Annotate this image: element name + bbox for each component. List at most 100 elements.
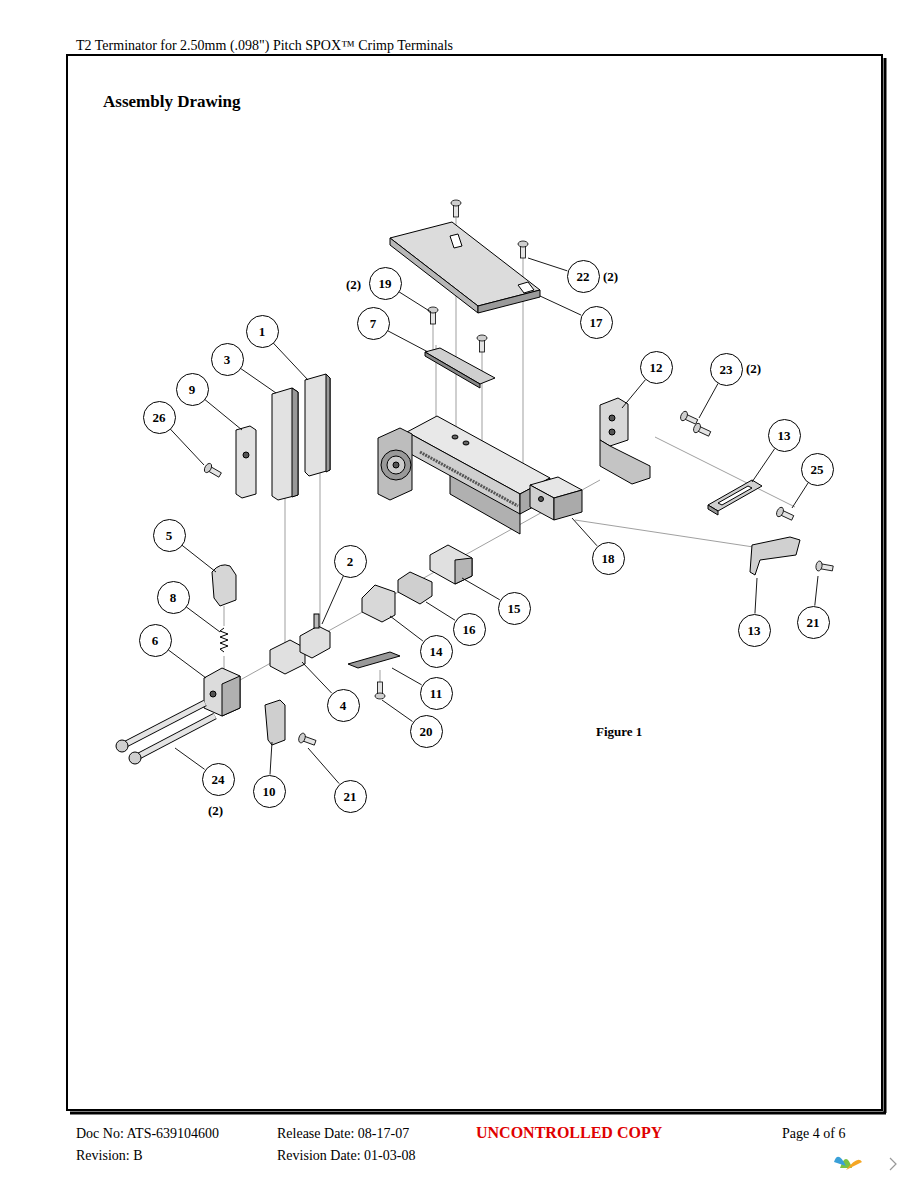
callout-number: 2 (347, 555, 354, 568)
crimp-parts (398, 572, 432, 604)
callout-circle: 5 (153, 519, 186, 552)
callout-number: 21 (344, 790, 357, 803)
main-body (393, 462, 399, 468)
callout-number: 1 (259, 325, 266, 338)
screw (775, 506, 795, 522)
crimp-parts (430, 545, 472, 584)
callout-circle: 18 (592, 542, 625, 575)
end-block (539, 497, 544, 502)
top-plate (518, 282, 534, 293)
screw (428, 200, 528, 352)
callout-number: 8 (170, 591, 177, 604)
leader-line (308, 748, 339, 784)
leader-line (168, 650, 206, 678)
end-block (530, 477, 582, 520)
leader-line (273, 343, 308, 380)
callout-circle: 7 (357, 307, 390, 340)
leader-line (170, 429, 204, 465)
latch (220, 628, 228, 652)
leader-line (205, 399, 242, 430)
leader-line (462, 578, 500, 600)
top-plate (390, 238, 478, 313)
callout-number: 15 (508, 602, 521, 615)
callout-number: 19 (379, 277, 392, 290)
guide-bar (425, 348, 495, 384)
bracket (600, 440, 650, 484)
screw (477, 335, 487, 352)
slotted-link (708, 480, 762, 511)
quantity-note: (2) (346, 278, 361, 293)
logo (890, 1158, 896, 1170)
top-plate (478, 290, 540, 313)
callout-number: 16 (463, 623, 476, 636)
tool-plate (243, 452, 249, 458)
callout-circle: 15 (498, 592, 531, 625)
logo (834, 1157, 896, 1170)
screw (451, 200, 461, 217)
screw (692, 422, 712, 438)
callout-circle: 3 (211, 343, 244, 376)
callout-number: 6 (152, 634, 159, 647)
drawing-title: Assembly Drawing (103, 92, 240, 112)
assembly-line (215, 480, 600, 694)
leader-line (322, 576, 343, 624)
leader-line (426, 602, 455, 620)
leader-line (175, 748, 205, 769)
assembly-line (224, 606, 225, 626)
callout-circle: 13 (768, 419, 801, 452)
tool-plate (292, 388, 298, 497)
screw (815, 561, 833, 574)
callout-circle: 12 (640, 351, 673, 384)
callout-number: 18 (602, 552, 615, 565)
leader-line (392, 668, 422, 685)
latch (222, 676, 240, 716)
page-border (67, 55, 886, 1113)
callout-number: 25 (811, 463, 824, 476)
slotted-link (750, 537, 800, 575)
latch (204, 565, 240, 716)
leader-line (388, 331, 428, 352)
slotted-link (708, 505, 718, 515)
leader-line (302, 662, 332, 693)
assembly-line (224, 656, 225, 670)
callout-circle: 19 (369, 267, 402, 300)
callout-circle: 24 (202, 763, 235, 796)
callout-circle: 1 (246, 315, 279, 348)
callout-circle: 11 (420, 677, 453, 710)
callout-circle: 8 (157, 581, 190, 614)
page-border (884, 58, 887, 1113)
crimp-parts (265, 700, 285, 745)
callout-number: 4 (340, 699, 347, 712)
crimp-parts (314, 614, 319, 628)
leader-line (382, 700, 413, 721)
latch (204, 668, 240, 716)
slotted-link (708, 480, 800, 575)
callout-number: 11 (430, 687, 442, 700)
main-body (452, 435, 458, 439)
guide-bar (425, 352, 480, 388)
callout-circle: 2 (334, 545, 367, 578)
main-body (381, 450, 411, 480)
long-screw (129, 752, 141, 764)
quantity-note: (2) (746, 362, 761, 377)
leader-line (540, 296, 581, 315)
callout-number: 20 (420, 725, 433, 738)
crimp-parts (348, 652, 400, 668)
callout-circle: 22 (567, 260, 600, 293)
long-screw (116, 703, 215, 764)
main-body (407, 432, 520, 514)
top-plate (390, 222, 540, 306)
screw (518, 241, 528, 258)
tool-plate (236, 426, 256, 498)
latch (210, 691, 216, 697)
callout-number: 12 (650, 361, 663, 374)
footer-text: Doc No: ATS-639104600 (76, 1126, 219, 1142)
leader-line (792, 483, 808, 508)
callout-circle: 25 (801, 453, 834, 486)
long-screw (137, 716, 215, 757)
callout-circle: 17 (580, 306, 613, 339)
callout-number: 9 (189, 383, 196, 396)
